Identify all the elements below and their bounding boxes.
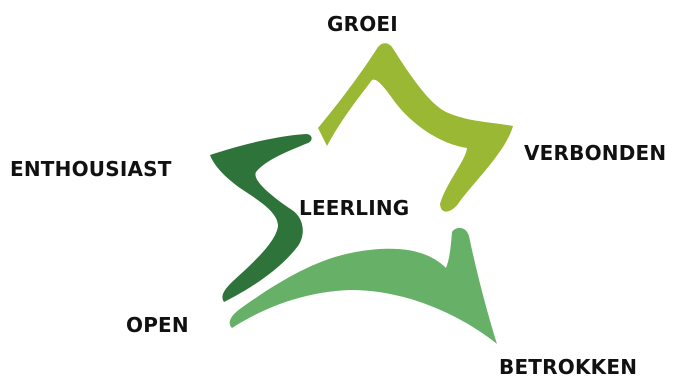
label-verbonden: VERBONDEN [524, 141, 667, 165]
label-open: OPEN [126, 313, 189, 337]
betrokken-open-stroke [229, 227, 497, 344]
center-label-leerling: LEERLING [299, 196, 410, 220]
label-groei: GROEI [327, 12, 398, 36]
label-enthousiast: ENTHOUSIAST [10, 157, 172, 181]
label-betrokken: BETROKKEN [499, 355, 638, 379]
enthousiast-stroke [210, 134, 312, 302]
groei-verbonden-stroke [318, 43, 513, 212]
